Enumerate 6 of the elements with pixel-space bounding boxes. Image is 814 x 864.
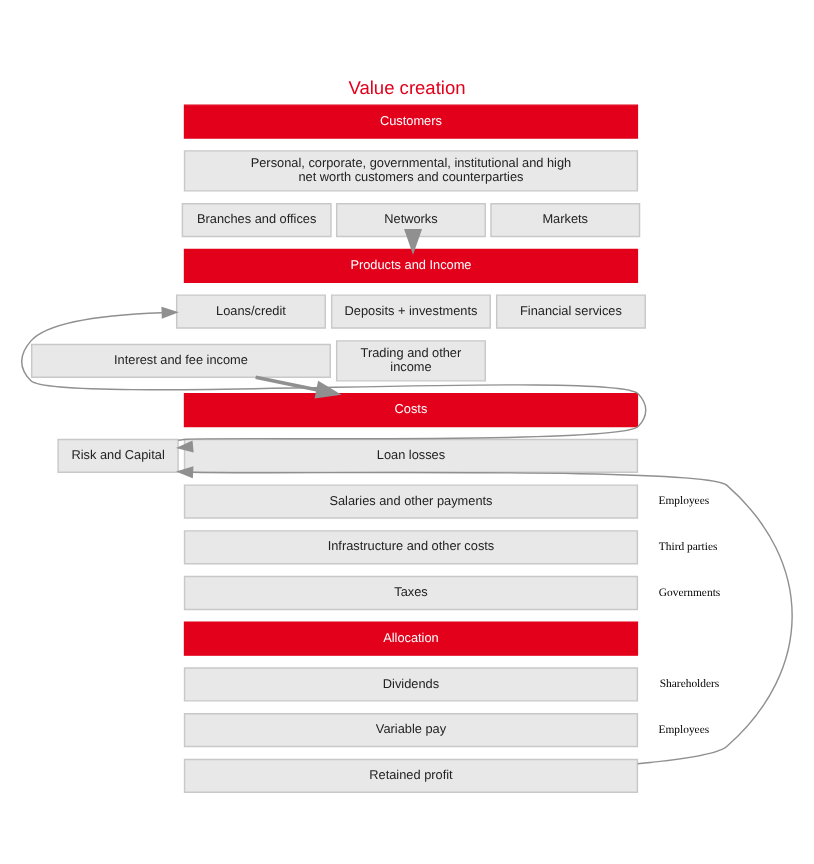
arrow bbox=[176, 465, 793, 764]
arrow bbox=[176, 439, 194, 452]
arrow bbox=[404, 228, 423, 254]
arrow bbox=[21, 305, 647, 440]
arrow bbox=[255, 374, 342, 398]
diagram-title: Value creation bbox=[348, 77, 466, 98]
